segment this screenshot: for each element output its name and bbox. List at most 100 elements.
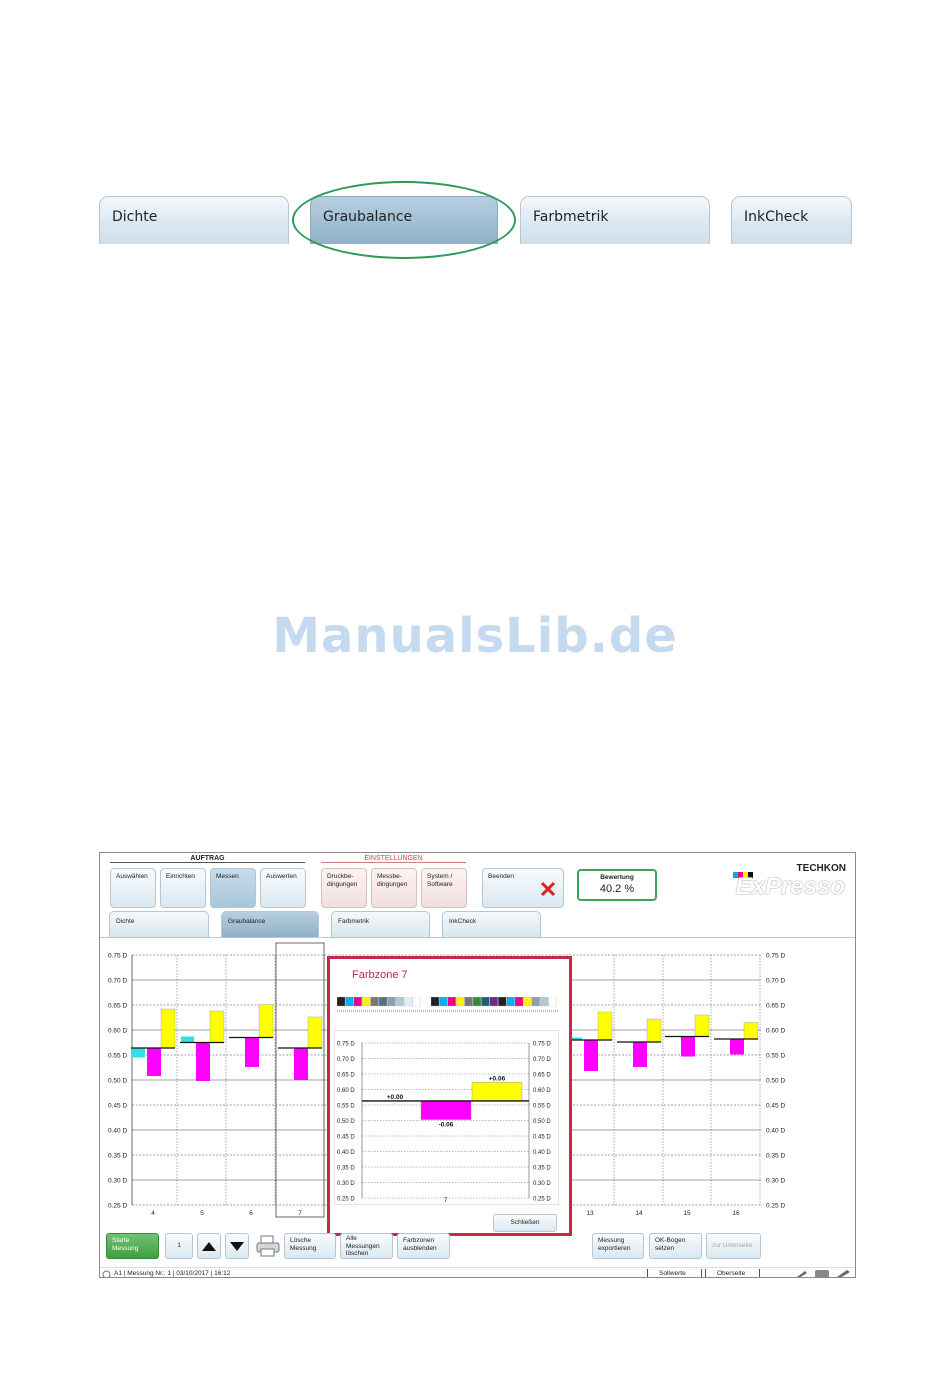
button-label-line2: Messungen (346, 1242, 380, 1250)
magenta-bar (633, 1042, 647, 1067)
oberseite-link[interactable]: Oberseite (717, 1270, 746, 1277)
close-popup-button[interactable]: Schließen (493, 1214, 557, 1232)
product-logo: ExPresso (735, 873, 845, 900)
y-tick-label-right: 0.60 D (766, 1028, 785, 1035)
y-tick-label-right: 0.50 D (766, 1078, 785, 1085)
y-tick-label-left: 0.35 D (337, 1166, 355, 1172)
strip-patch (456, 997, 465, 1007)
y-tick-label-right: 0.35 D (533, 1166, 551, 1172)
magenta-bar (245, 1037, 259, 1067)
zone-label: 14 (635, 1210, 643, 1217)
yellow-bar (307, 1016, 323, 1049)
y-tick-label-left: 0.40 D (337, 1150, 355, 1156)
y-tick-label-left: 0.25 D (337, 1197, 355, 1203)
button-label-line2: Messung (112, 1244, 139, 1252)
y-tick-label-left: 0.70 D (337, 1057, 355, 1063)
strip-patch (395, 997, 404, 1007)
tab-label: Dichte (116, 918, 135, 925)
divider (759, 1269, 760, 1277)
yellow-bar (209, 1010, 225, 1043)
tab-label: InkCheck (449, 918, 477, 925)
einrichten-button[interactable]: Einrichten (160, 868, 206, 908)
tab-farbmetrik[interactable]: Farbmetrik (520, 196, 710, 244)
zone-label: 13 (586, 1210, 594, 1217)
data-label: -0.06 (439, 1122, 454, 1129)
beenden-button[interactable]: Beenden (482, 868, 564, 908)
magenta-bar (584, 1040, 598, 1071)
y-tick-label-right: 0.75 D (533, 1042, 551, 1048)
auswaehlen-button[interactable]: Auswählen (110, 868, 156, 908)
rating-value: 40.2 % (599, 883, 635, 895)
device-icons (797, 1270, 850, 1277)
y-tick-label-left: 0.70 D (108, 978, 127, 985)
y-tick-label-left: 0.75 D (108, 953, 127, 960)
y-tick-label-left: 0.50 D (108, 1078, 127, 1085)
strip-patch (548, 997, 557, 1007)
x-tick-label: 7 (444, 1197, 448, 1204)
tab-label: InkCheck (744, 209, 809, 225)
y-tick-label-right: 0.40 D (766, 1128, 785, 1135)
strip-patch (447, 997, 456, 1007)
divider (705, 1269, 706, 1277)
yellow-bar (694, 1014, 710, 1037)
y-tick-label-right: 0.70 D (766, 978, 785, 985)
selected-zone-frame (275, 942, 325, 1218)
button-label: Auswerten (266, 873, 297, 880)
printer-icon[interactable] (255, 1234, 281, 1258)
down-button[interactable] (225, 1233, 249, 1259)
y-tick-label-right: 0.45 D (766, 1103, 785, 1110)
druckbedingungen-button[interactable]: Druckbe-dingungen (321, 868, 367, 908)
up-button[interactable] (197, 1233, 221, 1259)
zone-label: 7 (298, 1210, 302, 1217)
y-tick-label-right: 0.25 D (766, 1203, 785, 1210)
measurement-counter[interactable]: 1 (165, 1233, 193, 1259)
subtab-farbmetrik[interactable]: Farbmetrik (331, 911, 430, 937)
status-icon (102, 1270, 111, 1277)
messbedingungen-button[interactable]: Messbe-dingungen (371, 868, 417, 908)
y-tick-label-left: 0.60 D (108, 1028, 127, 1035)
button-label-line2: Messung (290, 1244, 317, 1252)
yellow-bar (160, 1008, 176, 1049)
subtab-graubalance[interactable]: Graubalance (221, 911, 319, 937)
tab-baseline (100, 937, 855, 938)
strip-patch (514, 997, 524, 1007)
button-label-line1: Messbe- (377, 873, 402, 880)
button-label-line1: Messung (598, 1237, 625, 1244)
subtab-dichte[interactable]: Dichte (109, 911, 209, 937)
y-tick-label-left: 0.45 D (337, 1135, 355, 1141)
y-tick-label-left: 0.65 D (337, 1073, 355, 1079)
subtab-inkcheck[interactable]: InkCheck (442, 911, 541, 937)
zone-label: 15 (683, 1210, 691, 1217)
auswerten-button[interactable]: Auswerten (260, 868, 306, 908)
messen-button[interactable]: Messen (210, 868, 256, 908)
y-tick-label-right: 0.55 D (766, 1053, 785, 1060)
y-tick-label-right: 0.30 D (533, 1181, 551, 1187)
highlight-ellipse (292, 181, 516, 259)
system-software-button[interactable]: System /Software (421, 868, 467, 908)
button-label-line1: OK-Bogen (655, 1237, 686, 1244)
y-tick-label-right: 0.55 D (533, 1104, 551, 1110)
cmyk-logo-icon (733, 872, 753, 878)
sollwerte-link[interactable]: Sollwerte (659, 1270, 686, 1277)
to-underside-button[interactable]: zur Unterseite (706, 1233, 761, 1259)
cyan-bar (181, 1036, 194, 1043)
strip-patch (362, 997, 371, 1007)
strip-patch (439, 997, 448, 1007)
tab-inkcheck[interactable]: InkCheck (731, 196, 852, 244)
button-label-line1: Alle (346, 1235, 357, 1242)
y-tick-label-left: 0.60 D (337, 1088, 355, 1094)
divider (701, 1269, 702, 1277)
strip-patch (353, 997, 362, 1007)
tab-dichte[interactable]: Dichte (99, 196, 289, 244)
y-tick-label-left: 0.45 D (108, 1103, 127, 1110)
arrow-down-icon (230, 1242, 244, 1251)
cyan-bar (132, 1048, 145, 1058)
y-tick-label-right: 0.25 D (533, 1197, 551, 1203)
